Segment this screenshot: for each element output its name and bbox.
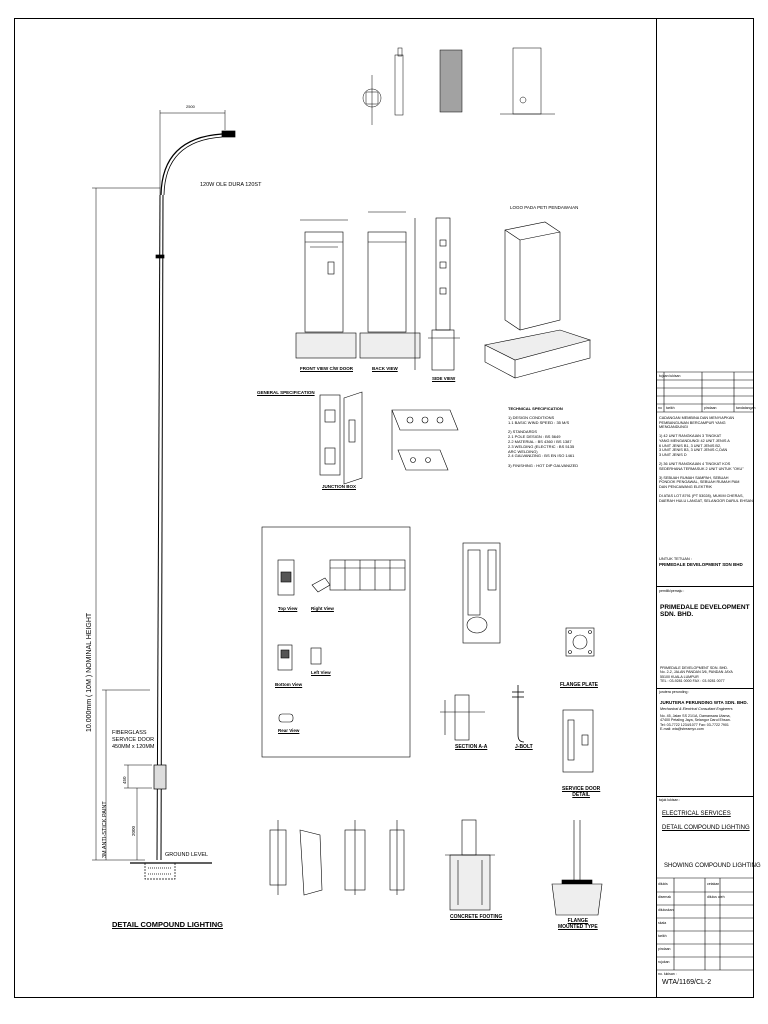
service-door-caption: SERVICE DOOR DETAIL <box>562 786 601 798</box>
rev-approved-by: dilulus oleh <box>707 895 725 899</box>
general-spec-caption: GENERAL SPECIFICATION <box>257 390 315 395</box>
bottom-row-details <box>269 820 405 896</box>
cabinet-front-view <box>295 219 357 359</box>
logo-label: LOGO PADA PETI PENDAWAIAN <box>510 205 579 210</box>
service-title: ELECTRICAL SERVICES <box>662 811 731 817</box>
engineer-name: JURUTERA PERUNDING WTA SDN. BHD. <box>660 700 748 705</box>
left-view-caption: Left View <box>311 670 331 675</box>
engineer-label: jurutera perunding : <box>659 690 690 694</box>
service-door-label: FIBERGLASS SERVICE DOOR 450MM x 120MM <box>112 730 155 750</box>
rev-col-date: tarikh <box>666 406 675 410</box>
row-checked: disemak <box>658 895 672 899</box>
right-view-caption: Right View <box>311 606 334 611</box>
row-approved: diluluskan <box>658 908 674 912</box>
paint-label: 3M ANTI-STICK PAINT <box>102 801 108 858</box>
rev-col-amend: pindaan <box>704 406 717 410</box>
row-date: tarikh <box>658 934 667 938</box>
door-dimension: 450 <box>122 776 127 784</box>
showing-title: SHOWING COMPOUND LIGHTING <box>664 863 761 869</box>
drawing-sheet-border <box>14 18 754 998</box>
flange-mounted-drawing <box>551 820 603 916</box>
concrete-footing-drawing <box>445 819 495 911</box>
front-view-caption: FRONT VIEW C/W DOOR <box>300 366 353 371</box>
jbolt-caption: J-BOLT <box>515 744 533 750</box>
flange-plate-caption: FLANGE PLATE <box>560 682 598 688</box>
owner-address: PRIMEDALE DEVELOPMENT SDN. BHD. No. 2-2,… <box>660 666 733 684</box>
row-amend: pindaan <box>658 947 671 951</box>
row-ref: rujukan <box>658 960 670 964</box>
street-light-pole <box>130 130 236 880</box>
drawing-number: WTA/1169/CL-2 <box>662 979 712 986</box>
row-drawn: dilukis <box>658 882 668 886</box>
main-title: DETAIL COMPOUND LIGHTING <box>112 920 223 929</box>
junction-box-caption: JUNCTION BOX <box>322 484 357 489</box>
row-scale: skala <box>658 921 667 925</box>
back-view-caption: BACK VIEW <box>372 366 398 371</box>
title-block-grid <box>656 371 754 971</box>
flange-mounted-caption: FLANGE MOUNTED TYPE <box>558 918 598 930</box>
engineer-subtitle: Mechanical & Electrical Consultant Engin… <box>660 707 733 711</box>
owner-name: PRIMEDALE DEVELOPMENT SDN. BHD. <box>660 604 750 618</box>
side-view-caption: SIDE VIEW <box>432 376 456 381</box>
section-aa-caption: SECTION A-A <box>455 744 488 750</box>
title-label: tajuk lukisan : <box>659 798 681 802</box>
light-fitting-drawing <box>462 542 501 644</box>
title-block <box>656 18 754 998</box>
ground-level-label: GROUND LEVEL <box>165 852 209 858</box>
flange-plate-drawing <box>565 627 595 657</box>
rear-view-caption: Rear View <box>278 728 300 733</box>
bottom-view-caption: Bottom View <box>275 682 303 687</box>
bracket-drawing <box>391 409 459 471</box>
rev-col-sign: tandatangan <box>736 406 756 410</box>
lamp-label: 120W OLE DURA 120ST <box>200 182 262 188</box>
cabinet-isometric-view <box>484 221 592 379</box>
dimension-lines <box>92 110 226 861</box>
service-door-drawing <box>562 709 594 773</box>
junction-box-drawing <box>319 391 363 485</box>
cabinet-back-view <box>359 211 421 359</box>
cabinet-side-view <box>414 217 460 371</box>
tech-spec-lines: 1) DESIGN CONDITIONS 1.1 BASIC WIND SPEE… <box>508 415 579 468</box>
detail-title: DETAIL COMPOUND LIGHTING <box>662 825 750 831</box>
client-label: UNTUK TETUAN : <box>659 556 693 561</box>
section-aa-drawing <box>440 694 485 741</box>
base-dimension: 2000 <box>131 825 136 836</box>
tech-spec-title: TECHNICAL SPECIFICATION <box>508 406 563 411</box>
jbolt-drawing <box>512 685 525 743</box>
project-description: CADANGAN MEMBINA DAN MENYIAPKAN PEMBANGU… <box>659 416 754 503</box>
top-view-caption: Top View <box>278 606 298 611</box>
engineer-address: No. 45, Jalan SS 21/1A, Damansara Utama,… <box>660 714 731 732</box>
height-label: 10.000mm ( 10M ) NOMINAL HEIGHT <box>86 612 93 732</box>
revision-header: tujuan lukisan <box>659 374 681 378</box>
rev-col-no: no <box>658 406 662 410</box>
concrete-footing-caption: CONCRETE FOOTING <box>450 914 503 920</box>
drawing-no-label: no. lukisan : <box>658 972 677 976</box>
rev-print: cetakan <box>707 882 720 886</box>
client-name: PRIMEDALE DEVELOPMENT SDN BHD <box>659 562 743 567</box>
owner-label: pemilik/pemaju : <box>659 589 685 593</box>
arm-dimension: 2500 <box>186 104 195 109</box>
street-light-box-spec-card <box>261 526 411 758</box>
top-small-details <box>362 47 555 125</box>
